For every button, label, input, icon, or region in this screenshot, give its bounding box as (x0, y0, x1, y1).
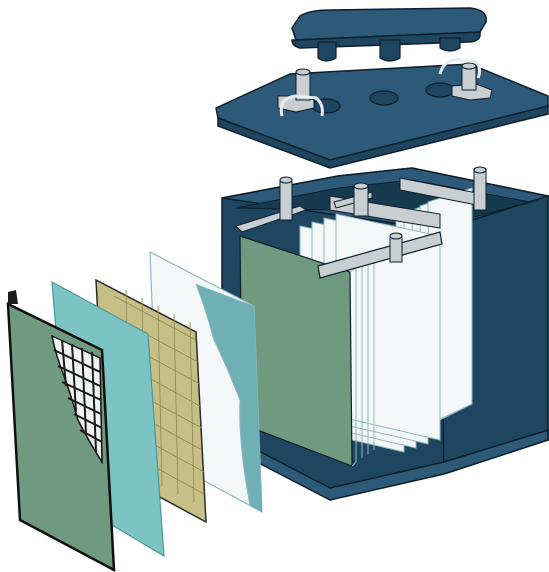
battery-cover (216, 64, 548, 168)
vent-cap-strip (292, 8, 486, 61)
